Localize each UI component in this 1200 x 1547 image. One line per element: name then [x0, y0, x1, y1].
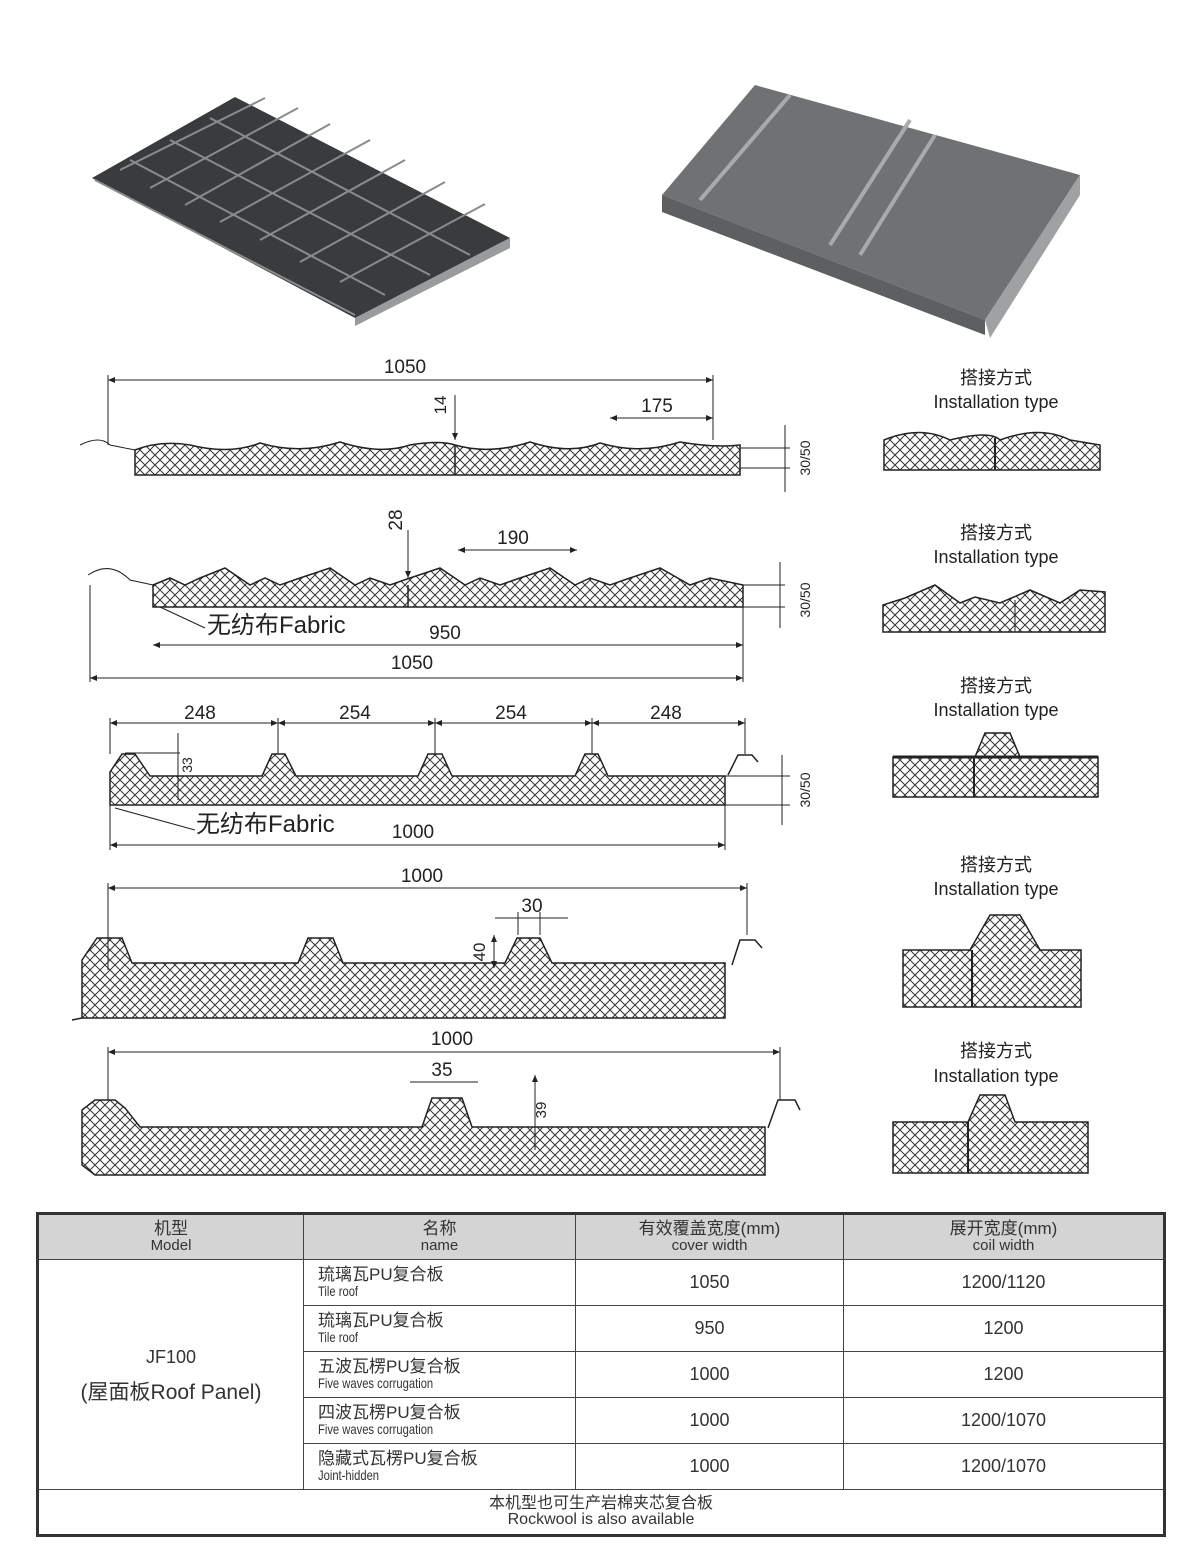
coil-cell: 1200/1070	[843, 1397, 1165, 1444]
install-title-cn: 搭接方式	[960, 523, 1032, 543]
header-cover-width: 有效覆盖宽度(mm)cover width	[575, 1213, 844, 1260]
diagram-tile-roof-950: 28 190 无纺布Fabric 950 1050 30/50	[87, 509, 813, 682]
dim-label: 30/50	[797, 582, 813, 617]
installation-types: 搭接方式 Installation type 搭接方式 Installation…	[882, 368, 1106, 1174]
dim-label: 39	[533, 1102, 550, 1119]
diagram-tile-roof-1050: 1050 14 175 30/50	[79, 357, 813, 492]
dim-label: 35	[431, 1060, 452, 1081]
dim-label: 248	[184, 703, 216, 724]
dim-label: 1000	[431, 1029, 473, 1050]
coil-cell: 1200	[843, 1351, 1165, 1398]
dim-label: 1000	[401, 866, 443, 887]
dim-label: 950	[429, 623, 461, 644]
dim-label: 28	[386, 509, 407, 530]
install-title-en: Installation type	[933, 392, 1058, 412]
install-title-en: Installation type	[933, 700, 1058, 720]
dim-label: 254	[495, 703, 527, 724]
coil-cell: 1200/1070	[843, 1443, 1165, 1490]
install-title-cn: 搭接方式	[960, 368, 1032, 388]
coil-cell: 1200	[843, 1305, 1165, 1352]
dim-label: 30	[521, 896, 542, 917]
dim-label: 175	[641, 396, 673, 417]
cover-cell: 950	[575, 1305, 844, 1352]
dim-label: 248	[650, 703, 682, 724]
dim-label: 33	[179, 757, 195, 773]
dim-label: 30/50	[797, 772, 813, 807]
dim-label: 14	[431, 396, 450, 415]
cover-cell: 1050	[575, 1259, 844, 1306]
panel-diagrams: 1050 14 175 30/50 28 190 无纺布Fabric 950 1…	[71, 85, 1106, 1176]
install-title-cn: 搭接方式	[960, 855, 1032, 875]
dim-label: 30/50	[797, 440, 813, 475]
dim-label: 40	[470, 943, 489, 962]
dim-label: 1050	[384, 357, 426, 378]
diagram-five-wave: 248 254 254 248 33 无纺布Fabric 1000 30/50	[109, 703, 813, 850]
cover-cell: 1000	[575, 1443, 844, 1490]
model-cell: JF100(屋面板Roof Panel)	[37, 1259, 304, 1490]
coil-cell: 1200/1120	[843, 1259, 1165, 1306]
diagram-four-wave: 1000 30 40	[71, 866, 763, 1021]
fabric-label: 无纺布Fabric	[207, 612, 346, 639]
install-title-en: Installation type	[933, 547, 1058, 567]
dim-label: 1050	[391, 653, 433, 674]
seam-panel-image	[662, 85, 1080, 338]
cover-cell: 1000	[575, 1397, 844, 1444]
install-title-cn: 搭接方式	[960, 676, 1032, 696]
fabric-label: 无纺布Fabric	[196, 811, 335, 838]
header-coil-width: 展开宽度(mm)coil width	[843, 1213, 1165, 1260]
dim-label: 190	[497, 528, 529, 549]
dim-label: 254	[339, 703, 371, 724]
cover-cell: 1000	[575, 1351, 844, 1398]
install-title-en: Installation type	[933, 1066, 1058, 1086]
diagram-joint-hidden: 1000 35 39	[81, 1029, 801, 1176]
tile-roof-panel-image	[92, 97, 510, 326]
dim-label: 1000	[392, 822, 434, 843]
install-title-cn: 搭接方式	[960, 1041, 1032, 1061]
install-title-en: Installation type	[933, 879, 1058, 899]
